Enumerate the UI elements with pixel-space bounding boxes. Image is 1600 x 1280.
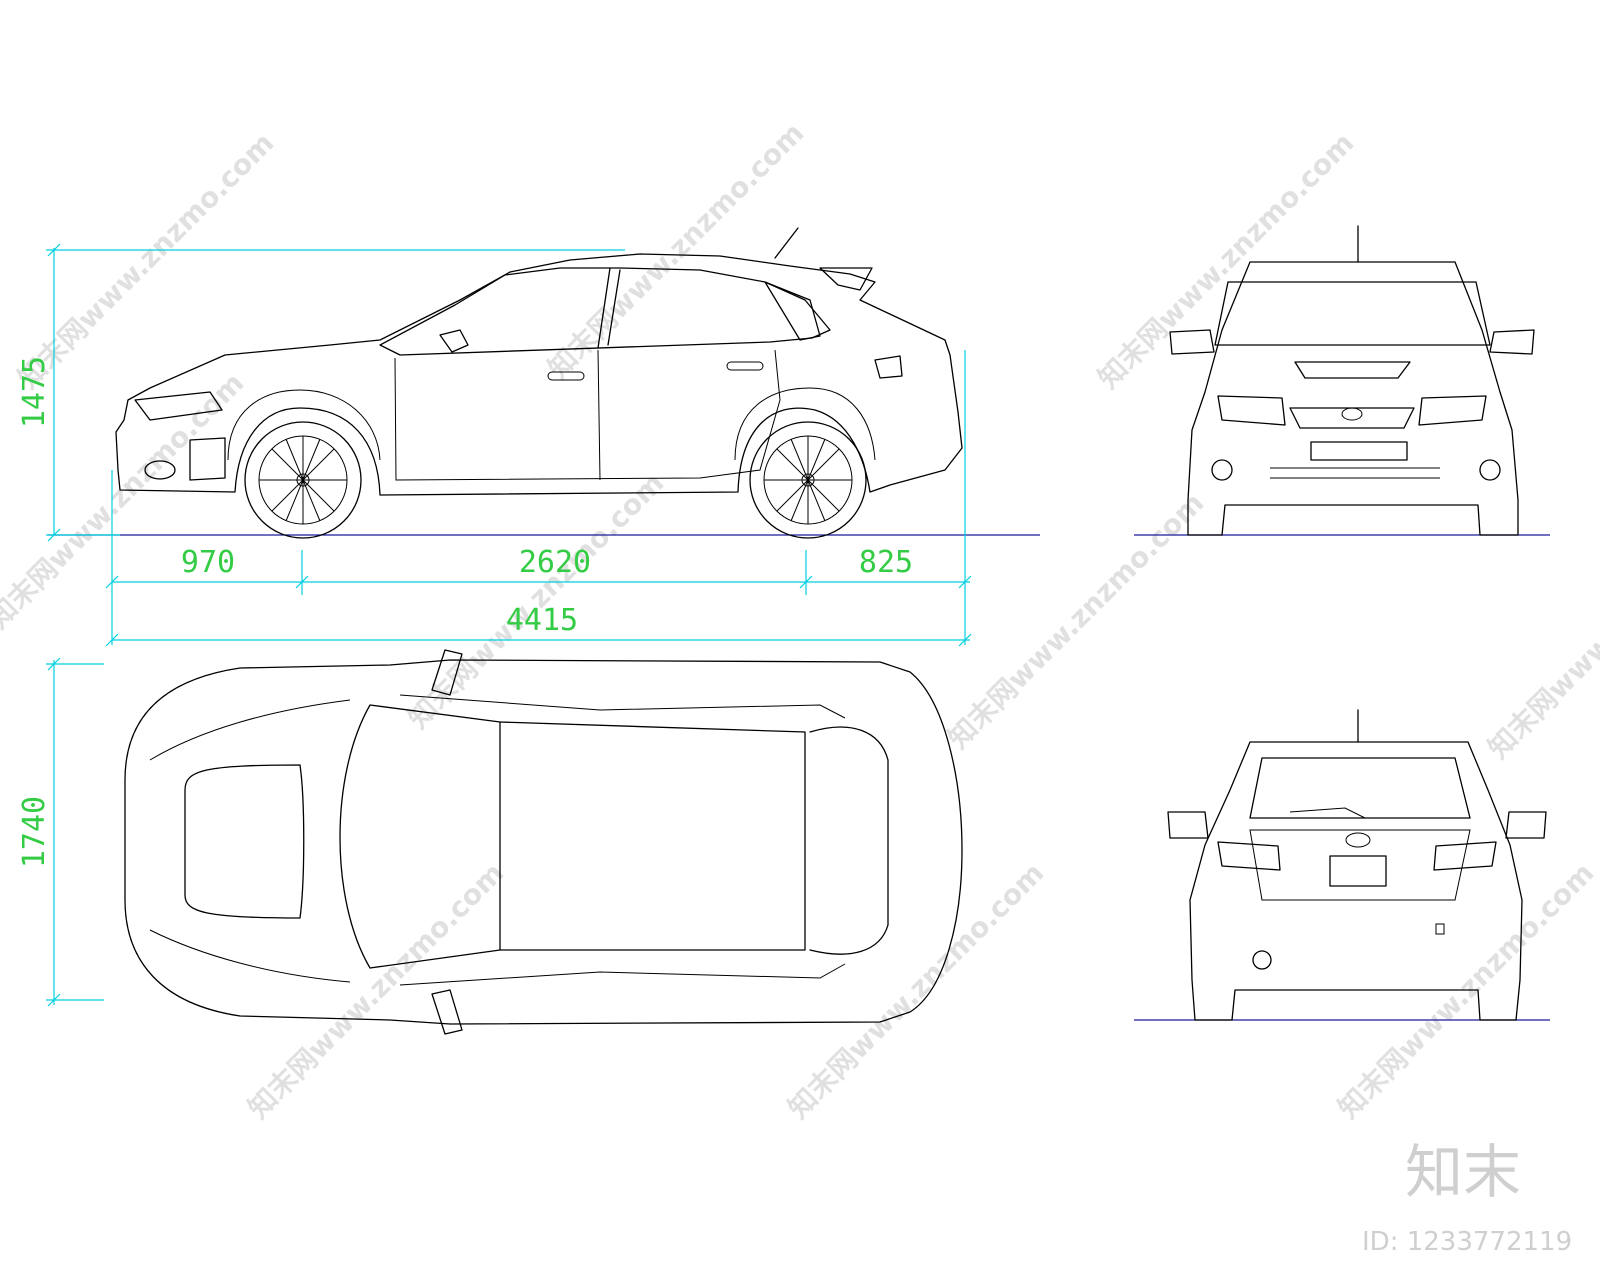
side-rear-quarter-window — [764, 281, 821, 341]
top-hood-scoop — [184, 764, 305, 919]
front-hood-scoop — [1294, 361, 1411, 379]
side-bumper-vent — [189, 437, 226, 481]
top-roof — [499, 721, 806, 951]
front-fog-left — [1211, 459, 1233, 481]
top-windshield — [339, 704, 501, 969]
rear-exhaust — [1252, 950, 1272, 970]
side-rear-handle — [726, 361, 764, 371]
side-body-outline — [115, 253, 963, 496]
rear-badge — [1345, 832, 1371, 848]
top-mirror-right — [431, 989, 463, 1035]
rear-hatch — [1249, 829, 1471, 901]
side-mirror — [439, 329, 469, 353]
front-headlight-left — [1217, 395, 1286, 426]
front-fog-right — [1479, 459, 1501, 481]
rear-window — [1249, 757, 1471, 819]
front-body-outline — [1187, 261, 1519, 536]
top-rear-window — [809, 726, 889, 955]
side-front-handle — [547, 371, 585, 381]
rear-plate — [1329, 855, 1387, 887]
side-door-split — [597, 349, 601, 481]
watermark: 知末网www.znzmo.com — [782, 856, 1051, 1125]
rear-wiper — [1289, 807, 1366, 819]
side-b-pillar — [597, 267, 611, 349]
rear-view — [1134, 709, 1550, 1021]
overall-length-label: 4415 — [506, 603, 578, 638]
watermark: 知末网www.znzmo.com — [1482, 496, 1600, 765]
side-fog-lamp — [144, 460, 176, 480]
watermark: 知末网www.znzmo.com — [242, 856, 511, 1125]
front-mirror-left — [1169, 329, 1215, 355]
side-taillight — [874, 355, 903, 379]
rear-mirror-left — [1167, 811, 1209, 839]
side-rear-arch — [734, 387, 876, 461]
front-windshield — [1214, 281, 1491, 346]
rear-body-outline — [1189, 741, 1523, 1021]
image-id-label: ID: 1233772119 — [1362, 1227, 1572, 1257]
front-lower-intake — [1270, 467, 1440, 479]
front-mirror-right — [1489, 329, 1535, 355]
watermark: 知末网www.znzmo.com — [402, 466, 671, 735]
watermark: 知末网www.znzmo.com — [12, 126, 281, 395]
rear-mirror-right — [1505, 811, 1547, 839]
width-dimension: 1740 — [17, 657, 104, 1007]
top-body-outline — [124, 659, 963, 1025]
top-hood-line-upper — [149, 699, 351, 761]
rear-overhang-label: 825 — [859, 545, 913, 580]
side-spoiler — [819, 267, 873, 291]
rear-taillight-right — [1433, 841, 1497, 871]
wheelbase-label: 2620 — [519, 545, 591, 580]
front-overhang-label: 970 — [181, 545, 235, 580]
front-headlight-right — [1418, 395, 1487, 426]
rear-reflector — [1435, 923, 1445, 935]
side-b-pillar-inner — [607, 269, 621, 346]
top-mirror-left — [431, 649, 463, 696]
side-antenna — [774, 227, 799, 259]
side-door-outline — [394, 349, 781, 481]
side-front-wheel — [244, 421, 362, 539]
watermark: 知末网www.znzmo.com — [1092, 126, 1361, 395]
front-view — [1134, 225, 1550, 536]
front-plate — [1310, 441, 1408, 461]
brand-logo: 知末 — [1405, 1138, 1521, 1206]
top-upper-roofline — [399, 694, 846, 719]
watermark: 知末网www.znzmo.com — [942, 486, 1211, 755]
side-front-arch — [227, 389, 381, 461]
height-dimension: 1475 — [17, 243, 625, 542]
side-view — [48, 227, 1040, 539]
top-view — [124, 649, 963, 1035]
side-headlight — [134, 391, 223, 421]
front-grille — [1289, 407, 1415, 429]
side-rear-wheel — [749, 421, 867, 539]
top-lower-roofline — [399, 963, 846, 986]
rear-taillight-left — [1217, 841, 1281, 871]
width-label: 1740 — [17, 796, 52, 868]
top-hood-line-lower — [149, 929, 351, 983]
front-badge — [1341, 407, 1363, 421]
height-label: 1475 — [17, 356, 52, 428]
length-dimensions: 970 2620 825 4415 — [105, 350, 972, 647]
